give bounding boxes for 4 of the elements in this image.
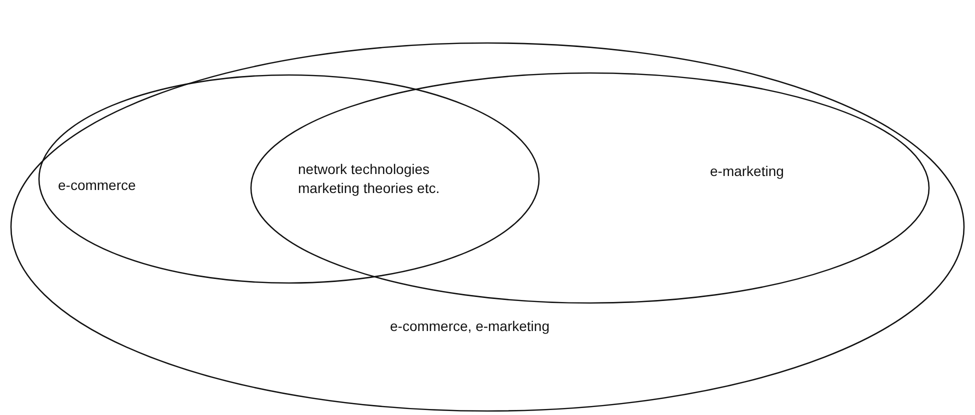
overlap-label: network technologies marketing theories etc. <box>298 160 441 198</box>
set-label: e-commerce <box>58 176 137 195</box>
set-label: e-commerce, e-marketing <box>390 317 550 336</box>
set-label: e-marketing <box>710 162 785 181</box>
